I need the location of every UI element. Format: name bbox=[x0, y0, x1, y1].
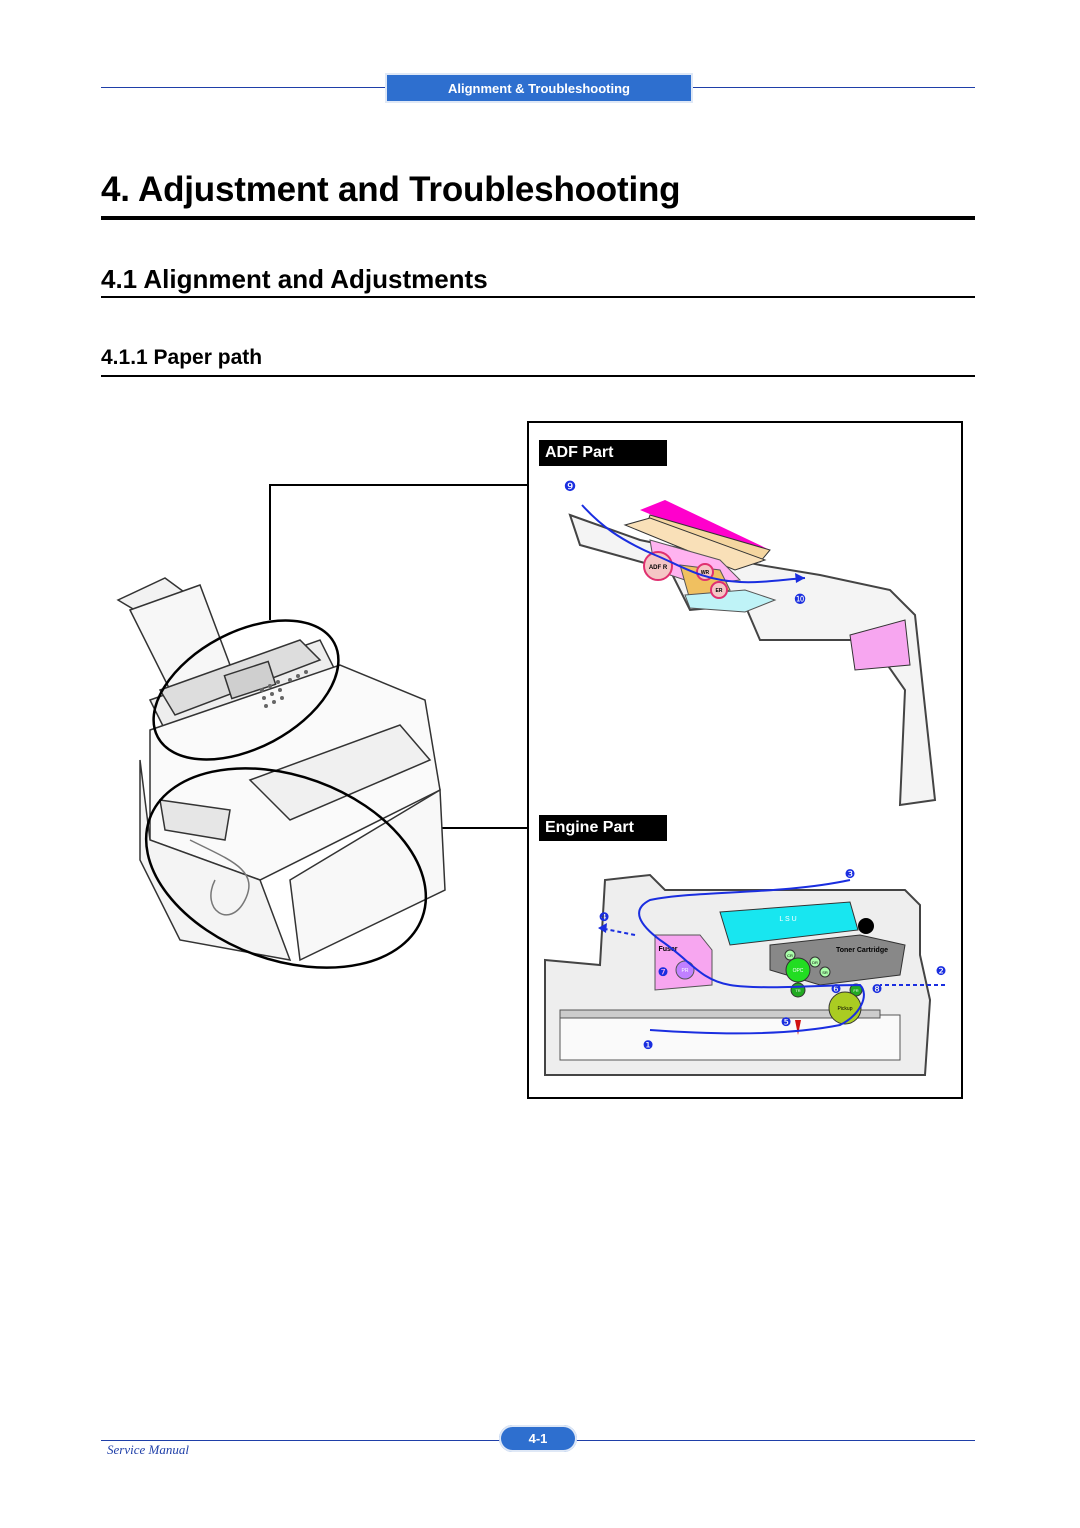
marker-5: ❺ bbox=[781, 1015, 792, 1029]
page-number: 4-1 bbox=[499, 1425, 577, 1452]
marker-1: ❶ bbox=[643, 1038, 654, 1052]
svg-text:FR: FR bbox=[853, 988, 858, 993]
lsu-unit bbox=[719, 901, 859, 946]
opc-drum bbox=[785, 957, 811, 983]
engine-paper-path bbox=[638, 879, 865, 1035]
svg-text:CR: CR bbox=[787, 953, 793, 958]
svg-text:TR: TR bbox=[795, 988, 800, 993]
adf-highlight-ellipse bbox=[152, 619, 340, 761]
adf-diagram: ADF R WR ER ❾ ❿ bbox=[564, 478, 937, 807]
svg-text:Pickup: Pickup bbox=[837, 1006, 852, 1012]
marker-9: ❾ bbox=[564, 478, 577, 494]
svg-text:Toner Cartridge: Toner Cartridge bbox=[836, 947, 888, 954]
svg-text:L S U: L S U bbox=[779, 916, 796, 923]
header-tab: Alignment & Troubleshooting bbox=[385, 73, 693, 103]
marker-8: ❽ bbox=[872, 982, 883, 996]
connector-adf-line bbox=[269, 484, 528, 620]
svg-text:DR: DR bbox=[812, 960, 818, 965]
marker-10: ❿ bbox=[794, 591, 807, 607]
svg-text:ADF R: ADF R bbox=[649, 565, 668, 571]
engine-diagram: L S U Toner Cartridge Fuser PR OPC CR DR… bbox=[544, 867, 947, 1076]
white-roller-icon bbox=[696, 563, 714, 581]
marker-6: ❻ bbox=[831, 982, 842, 996]
svg-text:WR: WR bbox=[701, 570, 710, 576]
engine-highlight-ellipse bbox=[144, 767, 428, 969]
svg-text:SR: SR bbox=[822, 970, 828, 975]
svg-text:Fuser: Fuser bbox=[658, 946, 677, 953]
svg-text:ER: ER bbox=[716, 588, 723, 594]
chapter-rule bbox=[101, 216, 975, 220]
subsection-rule bbox=[101, 375, 975, 377]
adf-part-label: ADF Part bbox=[539, 440, 667, 466]
marker-7: ❼ bbox=[658, 965, 669, 979]
footer-manual-label: Service Manual bbox=[107, 1442, 189, 1457]
marker-3: ❸ bbox=[845, 867, 856, 881]
engine-part-label: Engine Part bbox=[539, 815, 667, 841]
fax-machine-drawing bbox=[116, 577, 446, 962]
exit-roller-icon bbox=[710, 581, 728, 599]
marker-2: ❷ bbox=[936, 964, 947, 978]
chapter-title: 4. Adjustment and Troubleshooting bbox=[101, 170, 681, 209]
subsection-title: 4.1.1 Paper path bbox=[101, 346, 263, 369]
adf-paper-path bbox=[581, 504, 806, 584]
section-title: 4.1 Alignment and Adjustments bbox=[101, 264, 488, 294]
svg-text:OPC: OPC bbox=[793, 968, 804, 974]
svg-text:PR: PR bbox=[682, 968, 689, 974]
paper-path-figure-frame bbox=[527, 421, 963, 1099]
section-rule bbox=[101, 296, 975, 298]
marker-4: ❹ bbox=[599, 910, 610, 924]
